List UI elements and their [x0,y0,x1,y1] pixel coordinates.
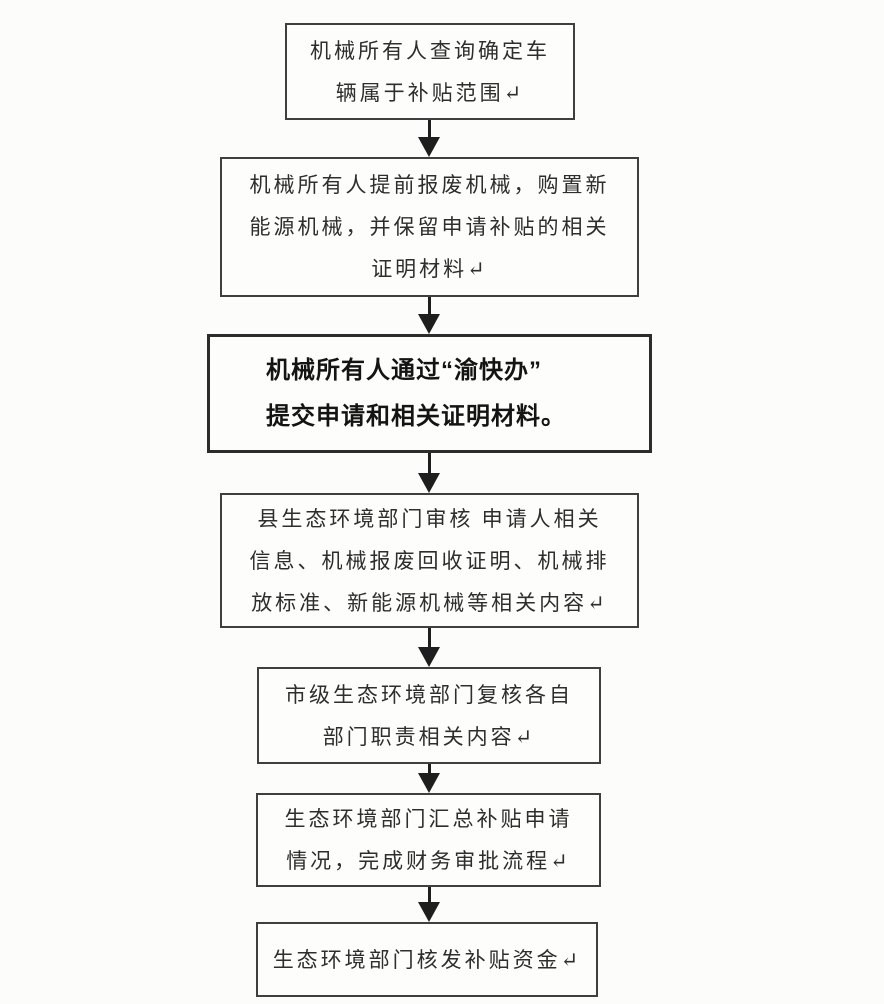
arrow-head [418,773,440,793]
flow-step-check-subsidy-scope: 机械所有人查询确定车 辆属于补贴范围↵ [285,23,575,120]
down-arrow-icon [418,120,440,157]
arrow-head [418,137,440,157]
flow-step-submit-application: 机械所有人通过“渝快办” 提交申请和相关证明材料。 [207,334,652,453]
arrow-head [418,647,440,667]
arrow-head [418,473,440,493]
down-arrow-icon [418,887,440,922]
flow-step-scrap-and-purchase: 机械所有人提前报废机械，购置新 能源机械，并保留申请补贴的相关 证明材料↵ [220,157,639,297]
arrow-shaft [427,887,431,902]
down-arrow-icon [418,453,440,493]
flow-step-summary-finance-approval: 生态环境部门汇总补贴申请 情况，完成财务审批流程↵ [256,793,601,887]
arrow-shaft [427,120,431,137]
arrow-head [418,902,440,922]
flow-step-issue-subsidy-funds: 生态环境部门核发补贴资金↵ [256,922,598,997]
down-arrow-icon [418,628,440,667]
arrow-shaft [427,453,431,473]
arrow-head [418,314,440,334]
down-arrow-icon [418,764,440,793]
arrow-shaft [427,628,431,647]
arrow-shaft [427,297,431,314]
down-arrow-icon [418,297,440,334]
flow-step-city-recheck: 市级生态环境部门复核各自 部门职责相关内容↵ [257,667,601,764]
flow-step-county-review: 县生态环境部门审核 申请人相关 信息、机械报废回收证明、机械排 放标准、新能源机… [220,493,639,628]
arrow-shaft [427,764,431,773]
